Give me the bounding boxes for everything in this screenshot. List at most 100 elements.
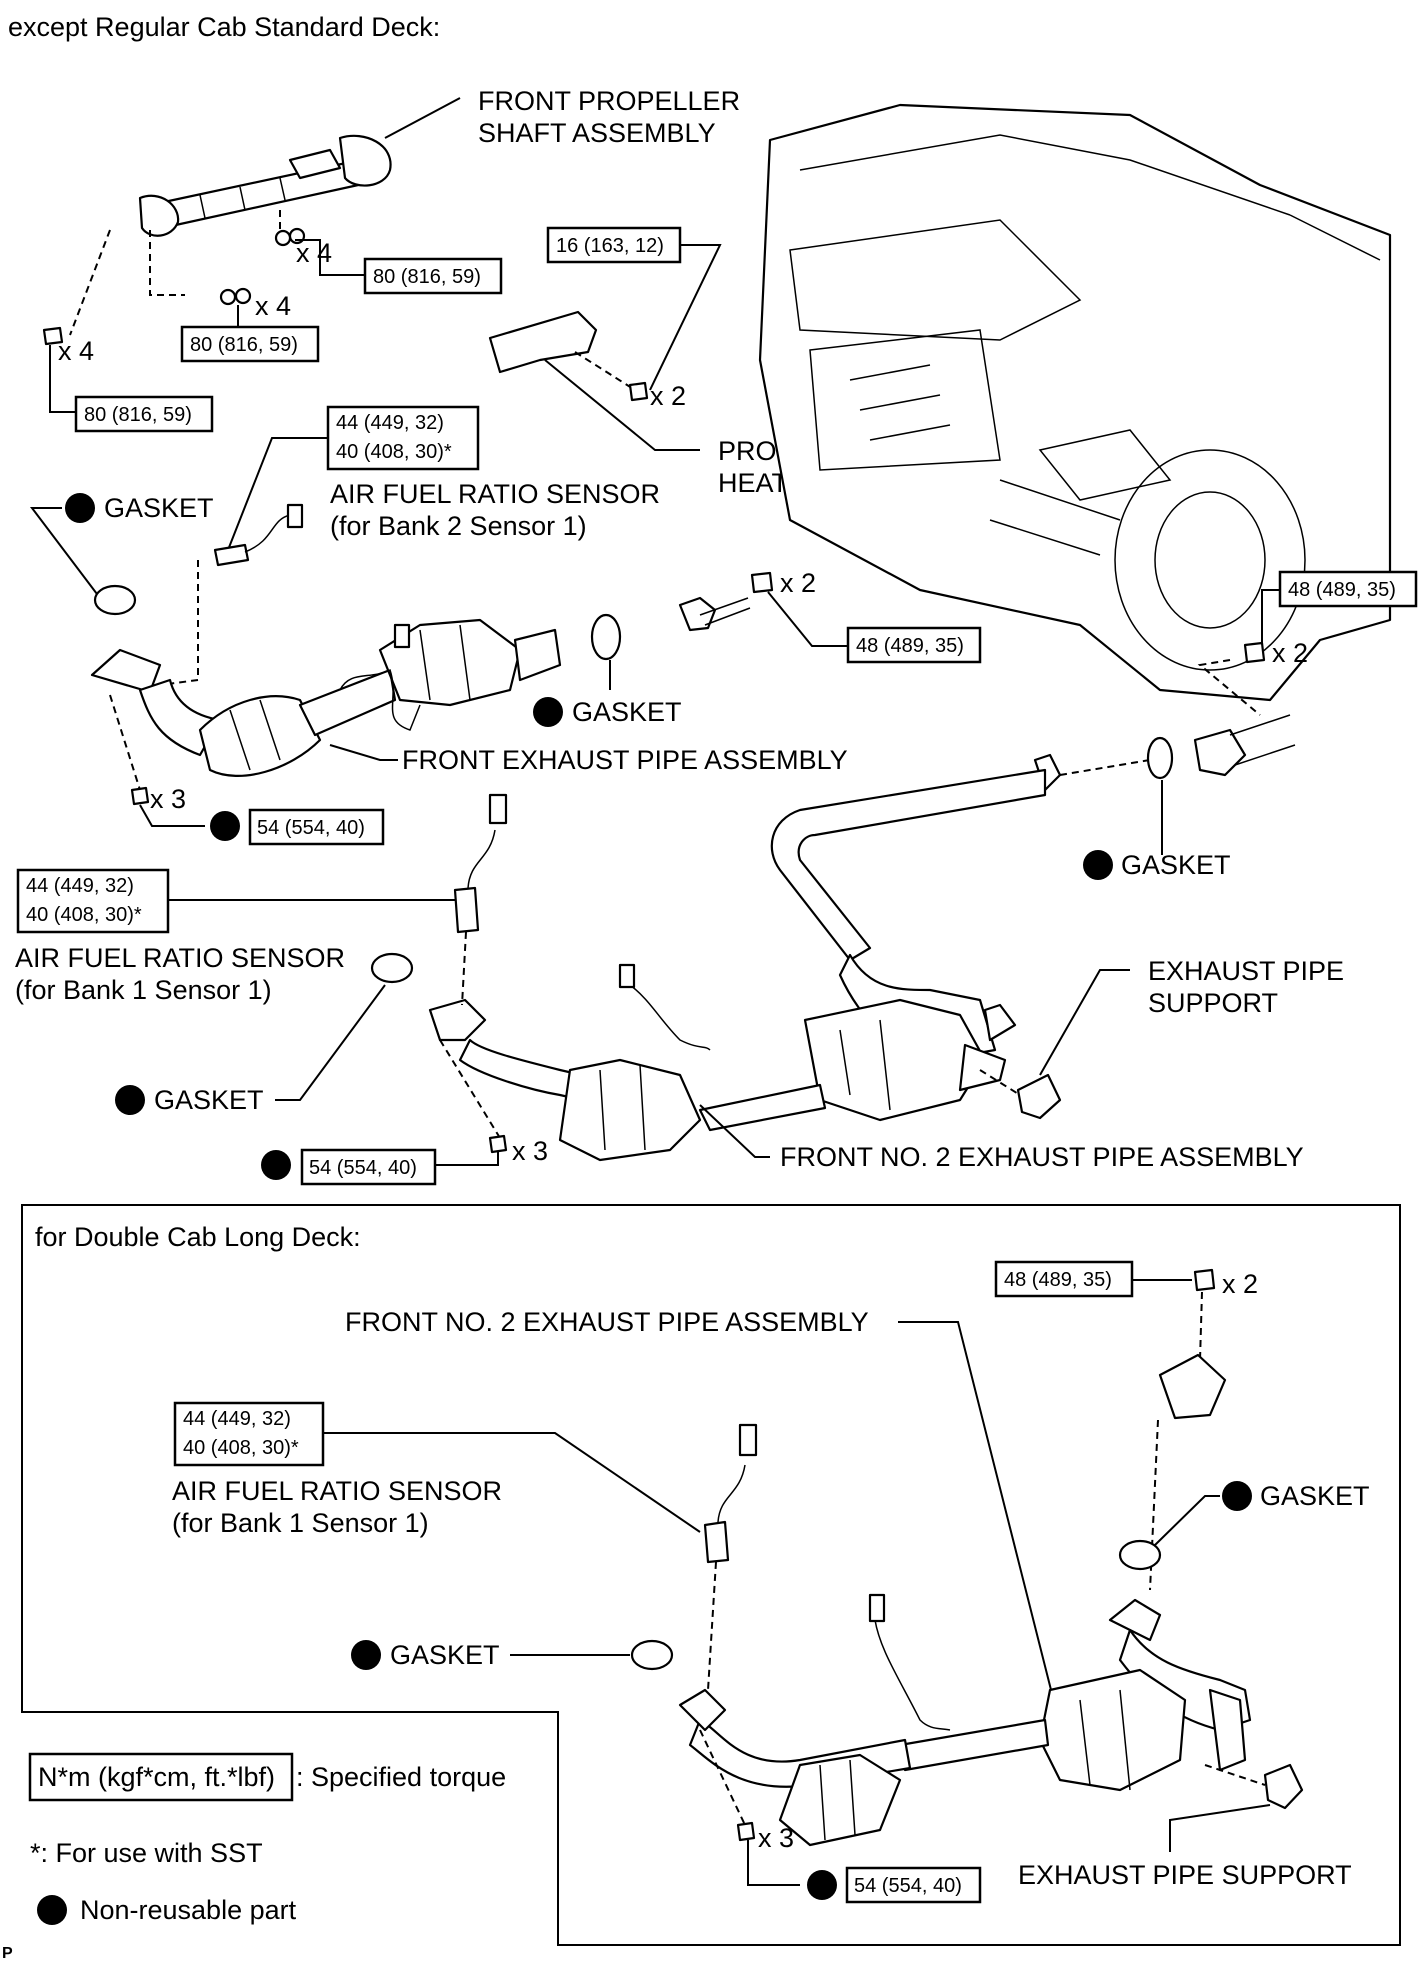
torque-box <box>74 395 214 433</box>
connector-icon <box>286 503 304 529</box>
torque-value: 48 (489, 35) <box>1288 579 1396 601</box>
qty-x2-d: x 2 <box>1222 1269 1258 1299</box>
afr-sensor-bank2-label: AIR FUEL RATIO SENSOR <box>330 479 660 509</box>
non-reusable-marker <box>1222 1481 1252 1511</box>
torque-value: 48 (489, 35) <box>856 635 964 657</box>
afr-sensor-bank1-label: AIR FUEL RATIO SENSOR <box>15 943 345 973</box>
bolt-icon <box>1193 1268 1216 1292</box>
header-title: except Regular Cab Standard Deck: <box>8 12 440 42</box>
torque-value: 48 (489, 35) <box>1004 1269 1112 1291</box>
nut-icon <box>736 1821 756 1842</box>
legend-torque-desc: : Specified torque <box>296 1762 506 1792</box>
front-no2-label: FRONT NO. 2 EXHAUST PIPE ASSEMBLY <box>780 1142 1304 1172</box>
non-reusable-marker <box>210 811 240 841</box>
gasket-part <box>630 1639 674 1671</box>
front-propeller-shaft <box>138 134 392 237</box>
bolt-icon <box>42 326 64 346</box>
qty-x4-a: x 4 <box>296 238 332 268</box>
inset-afr-sensor-sub: (for Bank 1 Sensor 1) <box>172 1508 429 1538</box>
qty-x2-c: x 2 <box>1272 638 1308 668</box>
gasket-label: GASKET <box>104 493 214 523</box>
non-reusable-marker <box>351 1640 381 1670</box>
front-no2-leader <box>699 1104 770 1158</box>
legend-non-reusable-text: Non-reusable part <box>80 1895 297 1925</box>
torque-value: 40 (408, 30)* <box>336 441 452 463</box>
gasket-part <box>370 952 414 984</box>
torque-box <box>1278 570 1418 608</box>
gasket-label: GASKET <box>154 1085 264 1115</box>
front-propeller-leader <box>384 97 461 139</box>
inset-border <box>21 1204 1401 1946</box>
bolt-icon <box>1243 641 1266 664</box>
torque-box <box>16 868 170 934</box>
inset-front-no2-label: FRONT NO. 2 EXHAUST PIPE ASSEMBLY <box>345 1307 869 1337</box>
inset-gasket-label-left: GASKET <box>390 1640 500 1670</box>
qty-x3-a: x 3 <box>150 784 186 814</box>
torque-value: 44 (449, 32) <box>26 875 134 897</box>
connector-icon <box>738 1423 758 1457</box>
torque-value: 54 (554, 40) <box>257 817 365 839</box>
gasket-part <box>1118 1539 1162 1571</box>
torque-value: 40 (408, 30)* <box>183 1437 299 1459</box>
front-exhaust-pipe-assembly <box>90 618 562 777</box>
qty-x3-c: x 3 <box>758 1823 794 1853</box>
torque-value: 44 (449, 32) <box>183 1408 291 1430</box>
nut-icon <box>274 229 292 247</box>
exhaust-support-part <box>1016 1073 1062 1120</box>
torque-value: 40 (408, 30)* <box>26 904 142 926</box>
nut-icon <box>488 1134 508 1154</box>
torque-box <box>846 626 982 664</box>
legend-sst-note: *: For use with SST <box>30 1838 263 1868</box>
torque-value: 54 (554, 40) <box>854 1875 962 1897</box>
gasket-label: GASKET <box>572 697 682 727</box>
torque-value: 80 (816, 59) <box>373 266 481 288</box>
connector-icon <box>488 793 508 825</box>
inset-front-no2-exhaust-pipe-assembly <box>678 1593 1252 1847</box>
front-no2-exhaust-pipe-assembly <box>428 753 1062 1162</box>
legend-non-reusable-marker <box>37 1895 67 1925</box>
bolt-icon <box>750 571 774 594</box>
gasket-part <box>93 584 137 616</box>
oxygen-sensor-part <box>213 543 250 567</box>
front-exhaust-label: FRONT EXHAUST PIPE ASSEMBLY <box>402 745 848 775</box>
gasket-label: GASKET <box>1121 850 1231 880</box>
non-reusable-marker <box>115 1085 145 1115</box>
torque-value: 16 (163, 12) <box>556 235 664 257</box>
inset-front-no2-leader <box>898 1321 1071 1766</box>
torque-value: 44 (449, 32) <box>336 412 444 434</box>
oxygen-sensor-part <box>703 1520 730 1564</box>
torque-box <box>180 325 320 363</box>
qty-x2-b: x 2 <box>780 568 816 598</box>
vehicle-front-illustration <box>758 103 1392 702</box>
heat-insulator-part <box>488 310 598 374</box>
torque-value: 80 (816, 59) <box>190 334 298 356</box>
inset-afr-sensor-label: AIR FUEL RATIO SENSOR <box>172 1476 502 1506</box>
non-reusable-marker <box>533 697 563 727</box>
torque-box <box>326 405 480 471</box>
torque-box <box>994 1260 1134 1298</box>
front-propeller-label-1: FRONT PROPELLER <box>478 86 740 116</box>
exhaust-support-label-1: EXHAUST PIPE <box>1148 956 1344 986</box>
qty-x4-c: x 4 <box>58 336 94 366</box>
afr-sensor-bank2-sub: (for Bank 2 Sensor 1) <box>330 511 587 541</box>
inset-title: for Double Cab Long Deck: <box>35 1222 361 1252</box>
torque-value: 54 (554, 40) <box>309 1157 417 1179</box>
nut-icon <box>234 287 252 305</box>
footer-mark: P <box>2 1945 13 1962</box>
non-reusable-marker <box>65 493 95 523</box>
qty-x2-a: x 2 <box>650 381 686 411</box>
qty-x4-b: x 4 <box>255 291 291 321</box>
afr-sensor-bank1-sub: (for Bank 1 Sensor 1) <box>15 975 272 1005</box>
flange-part <box>1193 728 1247 777</box>
heat-insulator-leader <box>544 359 700 451</box>
nut-icon <box>219 288 237 306</box>
legend-torque-unit: N*m (kgf*cm, ft.*lbf) <box>38 1762 275 1792</box>
inset-gasket-label-right: GASKET <box>1260 1481 1370 1511</box>
front-propeller-label-2: SHAFT ASSEMBLY <box>478 118 716 148</box>
torque-box <box>248 808 385 846</box>
non-reusable-marker <box>807 1870 837 1900</box>
torque-box <box>845 1866 982 1904</box>
non-reusable-marker <box>261 1150 291 1180</box>
oxygen-sensor-part <box>453 886 480 934</box>
front-exhaust-leader <box>329 744 398 761</box>
